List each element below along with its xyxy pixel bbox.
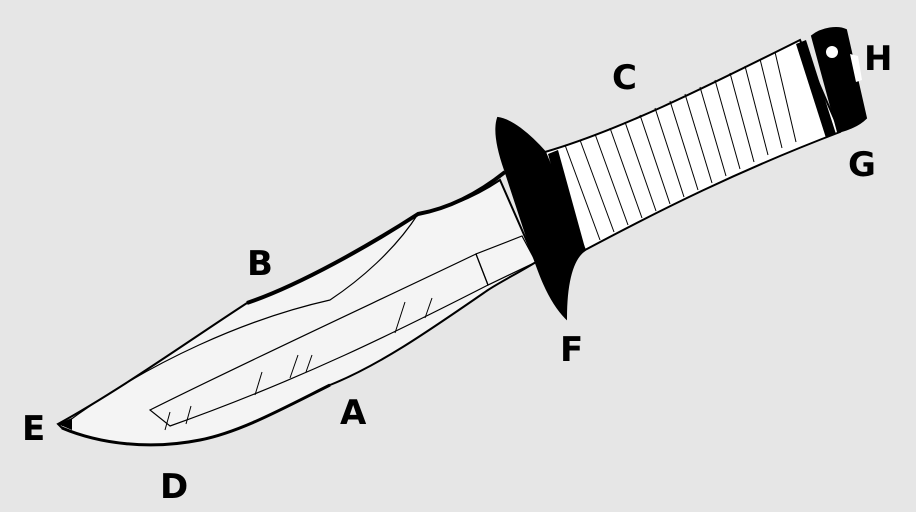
- label-a: A: [340, 393, 367, 433]
- swedge-line: [61, 213, 419, 427]
- label-c: C: [612, 58, 637, 98]
- blade-spine: [246, 170, 507, 305]
- guard-band: [548, 150, 585, 252]
- blade-point: [58, 418, 72, 430]
- label-e: E: [22, 409, 46, 449]
- label-b: B: [247, 244, 273, 284]
- guard: [495, 116, 587, 321]
- pommel: [810, 27, 868, 134]
- label-g: G: [848, 145, 876, 185]
- pommel-band: [796, 40, 836, 138]
- pommel-notch: [850, 54, 862, 82]
- label-d: D: [160, 467, 189, 507]
- handle-ribs: [564, 51, 797, 241]
- cutting-edge: [61, 383, 331, 447]
- blade-reflections: [164, 297, 433, 431]
- lanyard-hole: [826, 46, 838, 58]
- label-f: F: [560, 330, 584, 370]
- blade: [56, 178, 538, 446]
- label-h: H: [864, 39, 893, 79]
- handle-grip: [543, 38, 842, 252]
